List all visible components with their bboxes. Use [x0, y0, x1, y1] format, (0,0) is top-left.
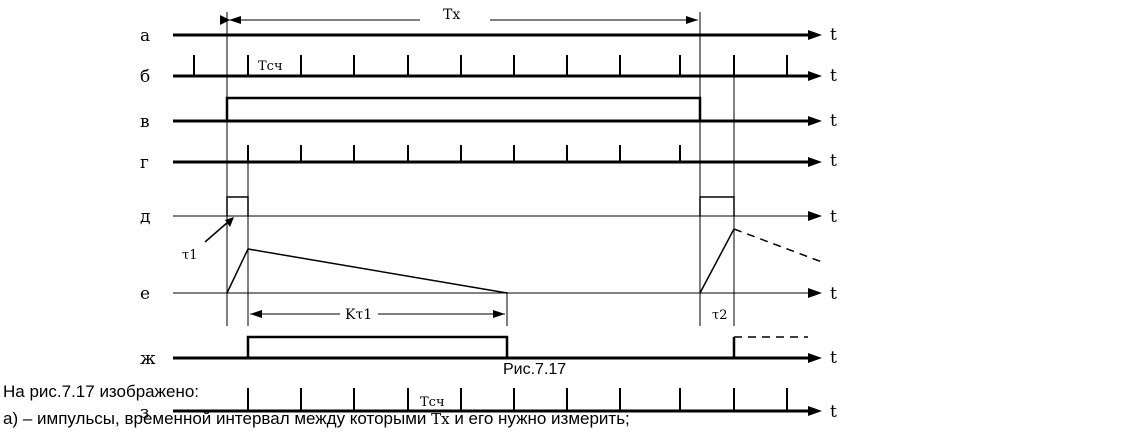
axis-t-v: t	[830, 111, 837, 131]
row-e-discharge-dashed	[733, 228, 823, 263]
tx-dimension: Tx	[220, 7, 698, 25]
row-e: τ1 е t	[140, 228, 837, 304]
row-label-a: а	[140, 26, 150, 46]
paragraph-line-2-tx: Tx	[431, 410, 450, 428]
row-e-ramp-2	[699, 228, 735, 294]
row-label-zh: ж	[140, 349, 156, 369]
row-zh: ж t	[140, 335, 837, 369]
axis-t-e: t	[830, 284, 837, 304]
ktau1-dimension: Kτ1	[250, 307, 505, 323]
row-v-gate-pulse	[225, 96, 702, 121]
row-v: в t	[140, 96, 837, 132]
vertical-guides	[226, 12, 735, 326]
tau2-label: τ2	[712, 308, 727, 323]
row-b-pulses	[193, 55, 788, 76]
row-g: г t	[140, 145, 837, 173]
row-b: б Tсч t	[140, 55, 837, 87]
row-z-pulses	[247, 388, 788, 411]
tx-label: Tx	[443, 7, 460, 23]
row-label-d: д	[140, 207, 150, 227]
row-label-b: б	[140, 67, 150, 87]
tau1-pointer	[204, 221, 229, 243]
paragraph-line-2-suffix: и его нужно измерить;	[449, 409, 630, 428]
tau1-label: τ1	[182, 248, 197, 263]
row-d-pulse-2	[699, 196, 735, 216]
figure-caption: Рис.7.17	[503, 361, 566, 378]
row-label-g: г	[140, 153, 149, 173]
row-g-pulses	[247, 145, 681, 162]
row-z: з Tсч t	[140, 388, 837, 423]
row-d-pulse-1	[226, 196, 249, 216]
row-label-v: в	[140, 112, 150, 132]
tsch-label-z: Tсч	[420, 395, 445, 410]
row-label-z: з	[140, 403, 149, 423]
row-label-e: е	[140, 284, 150, 304]
row-e-ramp-1	[226, 248, 508, 294]
axis-t-z: t	[830, 402, 837, 422]
paragraph-line-2-prefix: а) – импульсы, временной интервал между …	[3, 409, 432, 428]
row-zh-pulse	[246, 335, 509, 358]
row-d: д t	[140, 196, 837, 243]
paragraph-line-1: На рис.7.17 изображено:	[3, 382, 200, 401]
axis-t-d: t	[830, 207, 837, 227]
axis-t-g: t	[830, 151, 837, 171]
paragraph-line-2: а) – импульсы, временной интервал между …	[3, 409, 630, 429]
row-a: а t	[140, 25, 837, 46]
tsch-label-b: Tсч	[258, 59, 283, 74]
axis-t-zh: t	[830, 348, 837, 368]
ktau1-label: Kτ1	[345, 307, 372, 323]
axis-t-b: t	[830, 66, 837, 86]
axis-t-a: t	[830, 25, 837, 45]
